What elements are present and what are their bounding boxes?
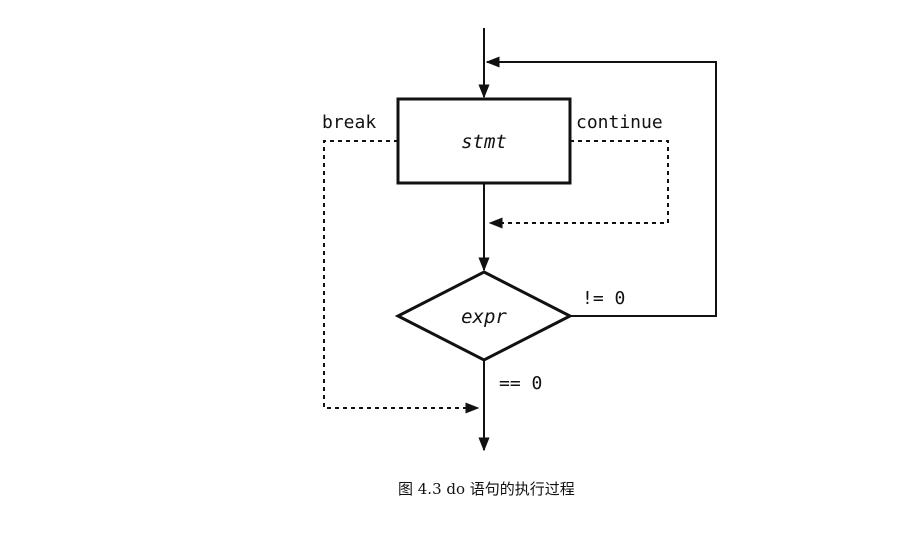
false-branch-label: == 0 [499,373,542,394]
loop-back-path [485,56,717,317]
continue-label: continue [576,112,663,133]
break-label: break [322,112,376,133]
break-dashed-path [323,140,480,414]
continue-dashed-path [488,140,669,229]
figure-caption: 图 4.3 do 语句的执行过程 [398,480,575,498]
stmt-label: stmt [461,131,507,153]
true-branch-label: != 0 [582,288,625,309]
expr-label: expr [461,306,507,328]
